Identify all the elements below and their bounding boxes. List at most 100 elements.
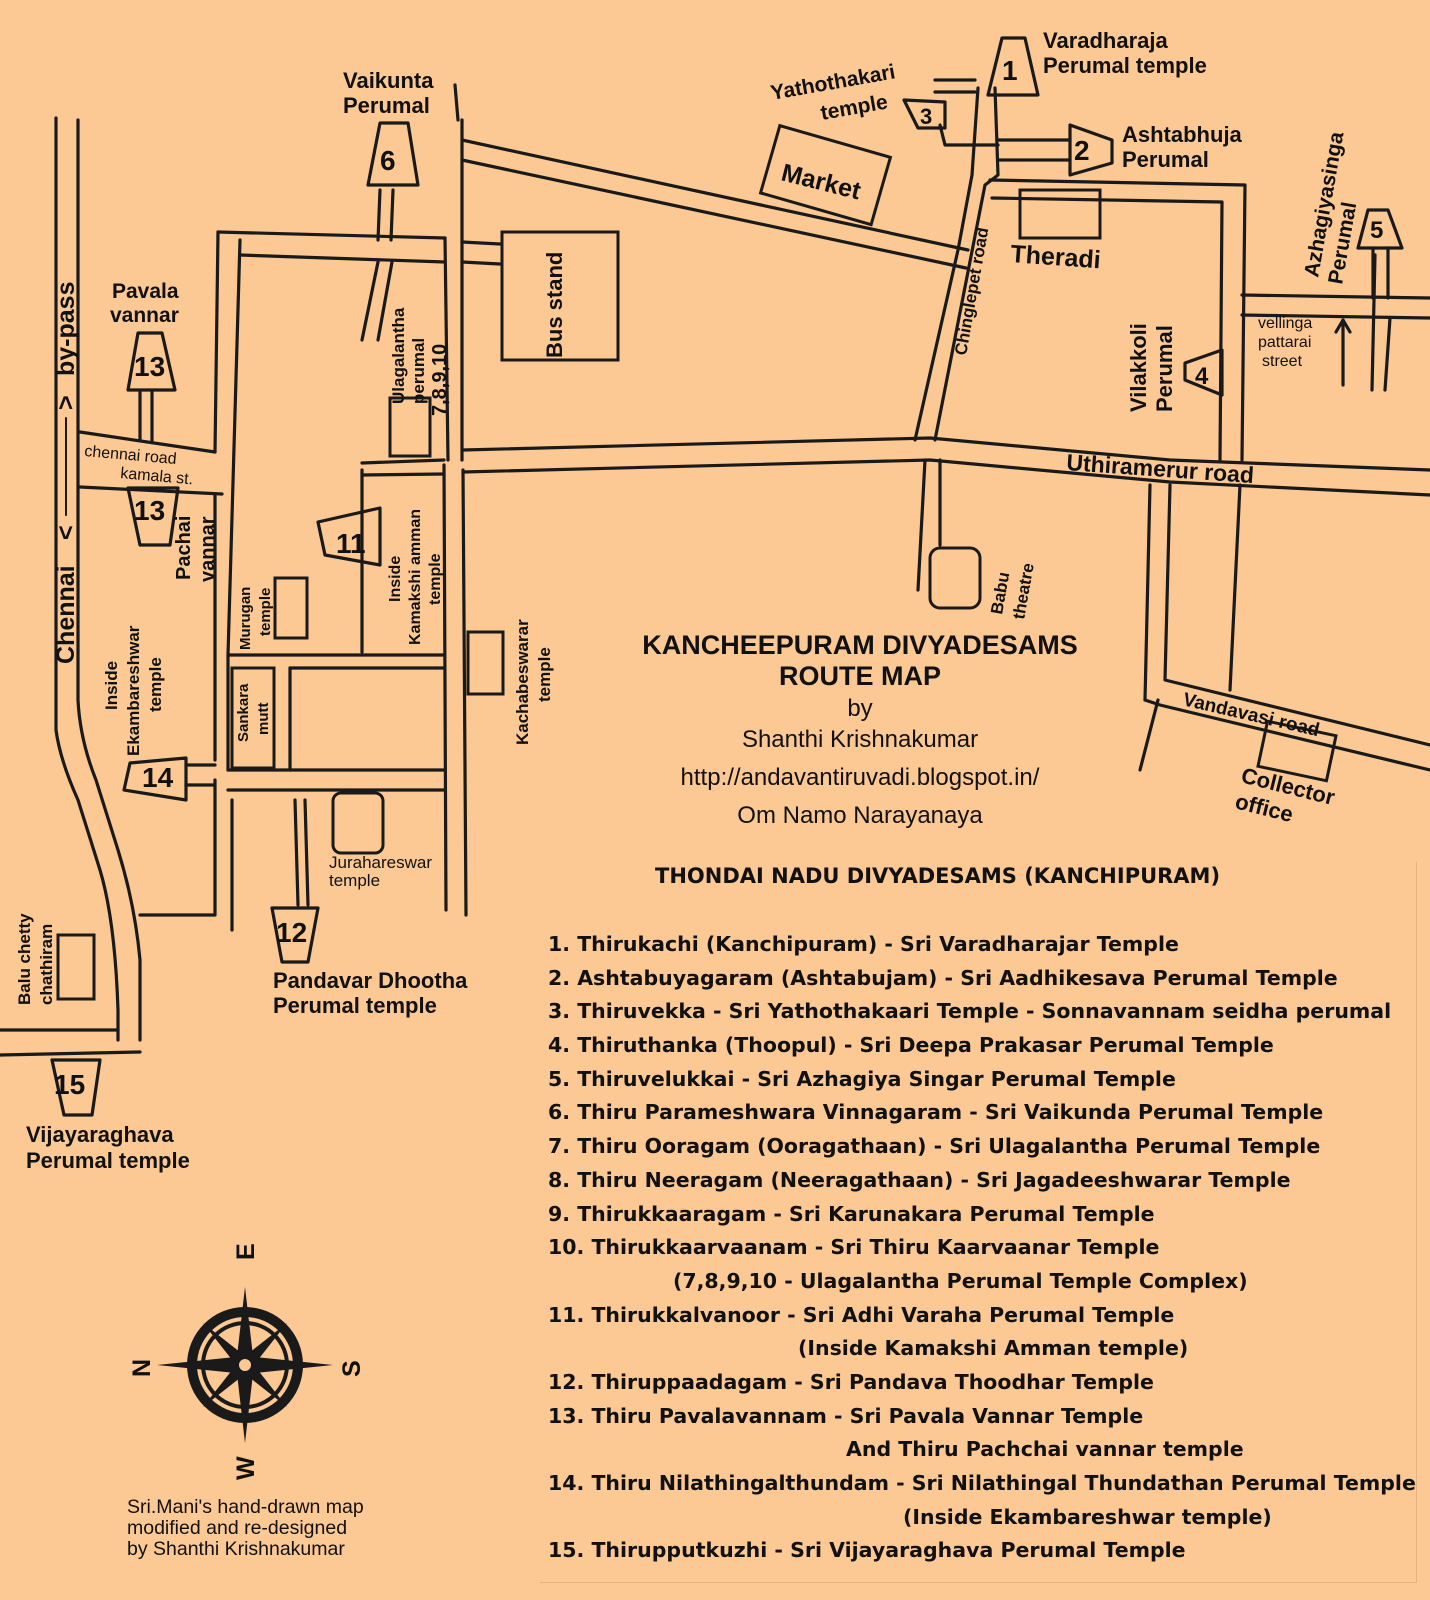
road-babu-west — [916, 458, 927, 592]
label-pachai-1: Pachai — [173, 516, 195, 580]
list-item: 7. Thiru Ooragam (Ooragathaan) - Sri Ula… — [548, 1134, 1321, 1159]
label-theradi: Theradi — [1010, 240, 1102, 274]
label-sankara-1: Sankara — [235, 683, 252, 742]
label-vaikunta-2: Perumal — [343, 93, 430, 118]
road-6-east — [389, 188, 395, 242]
road-diagonal-ne-1 — [460, 138, 970, 252]
road-12-east — [303, 798, 310, 907]
road-uthiramerur-south — [461, 458, 1430, 497]
credit-line3: by Shanthi Krishnakumar — [127, 1538, 345, 1560]
road-ulagalantha-north — [360, 458, 446, 465]
label-kamakshi-3: temple — [427, 553, 444, 605]
label-ekambar-1: Inside — [102, 661, 121, 710]
list-heading: THONDAI NADU DIVYADESAMS (KANCHIPURAM) — [655, 864, 1221, 888]
babu-theatre-box — [928, 546, 982, 610]
road-12-west — [293, 798, 300, 907]
svg-text:11: 11 — [336, 528, 366, 559]
label-market: Market — [779, 159, 865, 206]
bus-stand-box — [500, 230, 620, 362]
temple-marker-13-pachai[interactable]: 13 — [126, 486, 180, 547]
label-vilakkoli-1: Vilakkoli — [1126, 323, 1151, 412]
temple-marker-15[interactable]: 15 — [50, 1058, 102, 1117]
road-vellinga-north — [1240, 293, 1430, 300]
label-bypass-arrow: > — [52, 395, 80, 410]
temple-marker-5[interactable]: 5 — [1356, 208, 1404, 250]
road-kamala-st — [78, 485, 224, 496]
temple-marker-1[interactable]: 1 — [986, 36, 1040, 97]
label-jurahareswar-2: temple — [329, 871, 380, 890]
landmark-boxes — [56, 123, 1338, 1001]
list-item: 2. Ashtabuyagaram (Ashtabujam) - Sri Aad… — [548, 965, 1338, 990]
temple-markers: 1 2 3 4 5 6 11 12 — [50, 36, 1404, 1117]
road-central-ns-west-lower — [442, 463, 448, 912]
balu-box — [56, 933, 96, 1001]
label-vellinga-1: vellinga — [1258, 315, 1312, 332]
label-varadharaja-2: Perumal temple — [1043, 53, 1207, 78]
svg-text:13: 13 — [134, 495, 165, 526]
label-pandavar-1: Pandavar Dhootha — [273, 968, 468, 993]
label-ulagalantha-2: perumal — [409, 338, 428, 404]
label-vijayaraghava-1: Vijayaraghava — [26, 1122, 174, 1147]
label-babu-2: theatre — [1009, 562, 1038, 621]
label-kamakshi-2: Kamakshi amman — [407, 509, 424, 645]
svg-text:5: 5 — [1370, 217, 1383, 244]
svg-text:4: 4 — [1195, 363, 1209, 390]
road-central-ns-east-lower — [461, 468, 468, 917]
label-vijayaraghava-2: Perumal temple — [26, 1148, 190, 1173]
compass-label-s: S — [338, 1360, 366, 1377]
label-chennai: Chennai — [52, 565, 80, 664]
label-babu-1: Babu — [987, 571, 1013, 616]
list-item: And Thiru Pachchai vannar temple — [846, 1437, 1244, 1462]
road-yatho-3 — [938, 123, 1000, 147]
road-south-lower — [0, 1050, 142, 1057]
label-varadharaja-1: Varadharaja — [1043, 28, 1169, 53]
temple-marker-4[interactable]: 4 — [1183, 348, 1224, 397]
collector-box — [1256, 719, 1338, 783]
list-item: 8. Thiru Neeragam (Neeragathaan) - Sri J… — [548, 1167, 1291, 1192]
label-pachai-2: vannar — [197, 516, 219, 582]
list-item: (Inside Ekambareshwar temple) — [903, 1504, 1272, 1529]
temple-marker-2[interactable]: 2 — [1068, 123, 1114, 177]
temple-marker-13-pavala[interactable]: 13 — [126, 331, 177, 392]
arrow-vellinga-head — [1334, 318, 1352, 334]
road-ulag-1 — [360, 260, 380, 342]
svg-text:12: 12 — [276, 917, 307, 948]
temple-marker-6[interactable]: 6 — [366, 121, 420, 187]
temple-marker-11[interactable]: 11 — [316, 506, 382, 567]
label-kachabeswarar-2: temple — [535, 647, 554, 702]
temple-marker-14[interactable]: 14 — [122, 756, 188, 802]
road-chennai-road — [78, 430, 217, 454]
list-item: 13. Thiru Pavalavannam - Sri Pavala Vann… — [548, 1403, 1144, 1428]
svg-text:6: 6 — [380, 145, 396, 176]
road-vandavasi-south — [1143, 698, 1430, 772]
label-yathothakari-2: temple — [819, 91, 890, 125]
label-vaikunta-1: Vaikunta — [343, 68, 434, 93]
temple-marker-3[interactable]: 3 — [902, 98, 947, 130]
road-north-1a — [216, 230, 447, 240]
label-murugan-1: Murugan — [237, 587, 254, 650]
temple-list: 1. Thirukachi (Kanchipuram) - Sri Varadh… — [548, 928, 1418, 1568]
road-west-inner-1 — [213, 230, 220, 454]
list-item: 6. Thiru Parameshwara Vinnagaram - Sri V… — [548, 1100, 1324, 1125]
road-ulag-2 — [376, 260, 394, 342]
theradi-box — [1018, 188, 1102, 240]
compass-label-n: N — [128, 1359, 156, 1377]
svg-text:2: 2 — [1074, 135, 1090, 166]
label-murugan-2: temple — [257, 588, 274, 636]
label-bypass: by-pass — [52, 282, 80, 376]
temple-labels: Varadharaja Perumal temple Ashtabhuja Pe… — [26, 28, 1361, 1173]
label-ekambar-2: Ekambareshwar — [124, 625, 143, 756]
temple-marker-12[interactable]: 12 — [270, 906, 320, 964]
label-sankara-2: mutt — [255, 703, 272, 736]
list-item: 12. Thiruppaadagam - Sri Pandava Thoodha… — [548, 1369, 1154, 1394]
label-ulagalantha-1: Ulagalantha — [389, 307, 408, 404]
road-network — [0, 78, 1430, 1057]
credit-line2: modified and re-designed — [127, 1517, 348, 1539]
map-salutation: Om Namo Narayanaya — [737, 802, 983, 829]
label-chennai-arrow: < — [52, 525, 80, 540]
svg-text:1: 1 — [1002, 55, 1018, 86]
svg-text:3: 3 — [920, 104, 932, 129]
map-url[interactable]: http://andavantiruvadi.blogspot.in/ — [680, 764, 1040, 791]
list-item: 11. Thirukkalvanoor - Sri Adhi Varaha Pe… — [548, 1302, 1175, 1327]
